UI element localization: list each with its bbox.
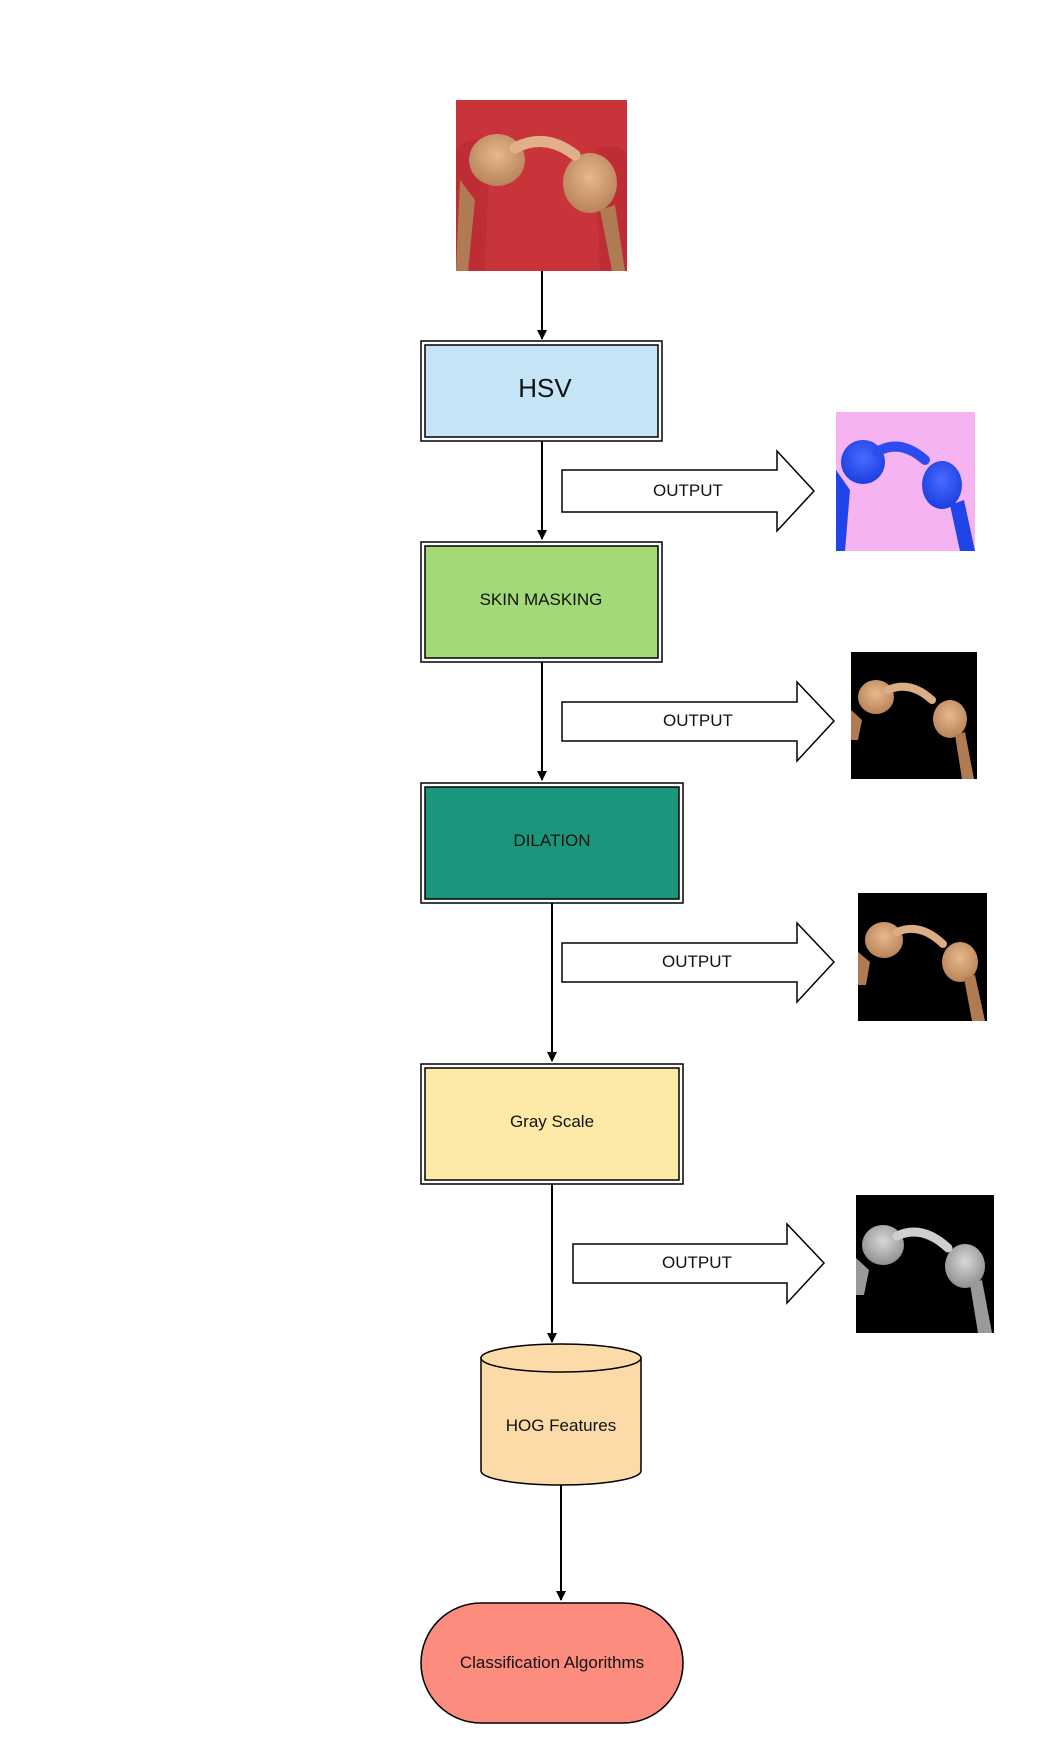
- dilated-output-image: [858, 893, 987, 1021]
- dilation-step-box: DILATION: [420, 782, 684, 904]
- skin-masking-label: SKIN MASKING: [480, 590, 603, 609]
- classification-label: Classification Algorithms: [460, 1653, 644, 1672]
- grayscale-output-image: [856, 1195, 994, 1333]
- output-arrow-3: OUTPUT: [561, 921, 836, 1004]
- hog-features-label: HOG Features: [506, 1416, 617, 1435]
- dilation-label: DILATION: [513, 831, 590, 850]
- skin-mask-output-image: [851, 652, 977, 779]
- skin-masking-step-box: SKIN MASKING: [420, 541, 663, 663]
- output-arrow-2: OUTPUT: [561, 680, 836, 763]
- output-label-4: OUTPUT: [662, 1253, 732, 1272]
- hsv-label: HSV: [518, 373, 572, 403]
- output-label-3: OUTPUT: [662, 952, 732, 971]
- gray-scale-label: Gray Scale: [510, 1112, 594, 1131]
- output-arrow-4: OUTPUT: [572, 1222, 826, 1305]
- output-arrow-1: OUTPUT: [561, 449, 816, 533]
- output-label-1: OUTPUT: [653, 481, 723, 500]
- output-label-2: OUTPUT: [663, 711, 733, 730]
- hog-features-cylinder: HOG Features: [480, 1343, 642, 1486]
- hsv-output-image: [836, 412, 975, 551]
- classification-algorithms-node: Classification Algorithms: [420, 1602, 684, 1724]
- gray-scale-step-box: Gray Scale: [420, 1063, 684, 1185]
- input-hands-image: [456, 100, 627, 271]
- hsv-step-box: HSV: [420, 340, 663, 442]
